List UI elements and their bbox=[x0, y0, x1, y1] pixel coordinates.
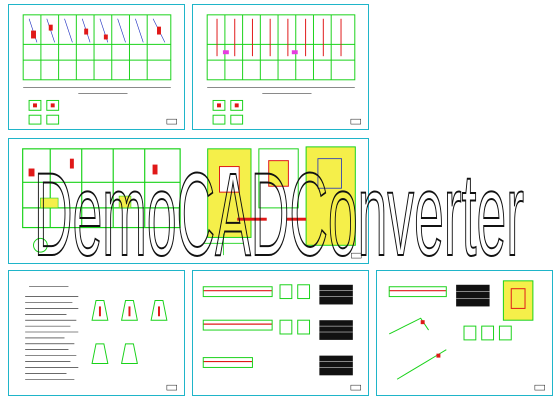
beam-sections-drawing bbox=[202, 284, 361, 391]
floor-plan-drawing bbox=[22, 14, 177, 125]
stair-details-drawing bbox=[388, 280, 545, 391]
elevation-drawing bbox=[22, 146, 362, 259]
drawing-sheet-5[interactable] bbox=[192, 270, 369, 396]
floor-plan-drawing bbox=[206, 14, 361, 125]
drawing-sheet-3[interactable] bbox=[8, 138, 369, 264]
drawing-sheet-1[interactable] bbox=[8, 4, 185, 130]
drawing-sheet-4[interactable] bbox=[8, 270, 185, 396]
notes-details-drawing bbox=[25, 286, 177, 391]
drawing-sheet-2[interactable] bbox=[192, 4, 369, 130]
drawing-sheet-6[interactable] bbox=[376, 270, 553, 396]
